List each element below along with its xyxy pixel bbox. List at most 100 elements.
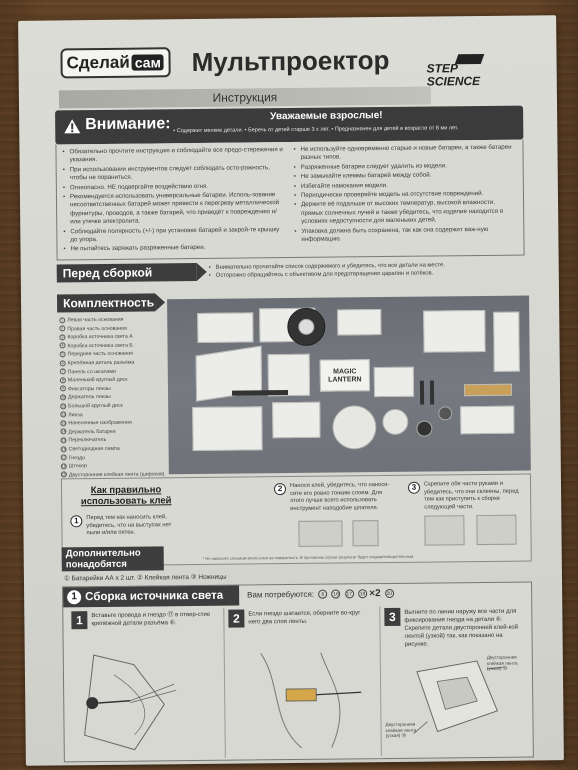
glue-title: Как правильно использовать клей — [80, 484, 172, 508]
assembly-step-3: 3 Выгните по линии наружу все части для … — [379, 604, 531, 757]
photo-part — [192, 406, 263, 452]
need-part: 20 — [384, 589, 394, 599]
photo-film-strip — [423, 309, 486, 353]
assembly-step-2-text: Если гнездо шатается, оберните во-круг н… — [248, 610, 361, 626]
kit-contents-photo: MAGIC LANTERN — [167, 295, 531, 475]
kit-item-label: Гнездо — [68, 454, 86, 461]
kit-item-number: 16 — [60, 445, 67, 452]
graduation-cap-icon — [454, 53, 485, 65]
glue-step-1: Перед тем как наносить клей, убедитесь, … — [86, 514, 172, 537]
kit-banner: Комплектность — [56, 293, 156, 313]
kit-item-number: 15 — [60, 437, 67, 444]
brand-line-2: SCIENCE — [426, 74, 481, 89]
tape-label-right: Двусторонняя клейкая лента (узкая) ⑳ — [486, 654, 518, 672]
assembly-title: Сборка источника света — [85, 589, 224, 604]
warning-item: Не пытайтесь заряжать разряженные батаре… — [63, 244, 286, 255]
photo-part — [460, 405, 515, 435]
logo-tag: сам — [131, 54, 164, 71]
photo-part — [337, 309, 382, 336]
warning-item: Держите её подальше от высоких температу… — [294, 199, 517, 227]
kit-item-number: 6 — [59, 359, 66, 367]
assembly-step-1: 1 Вставьте провода и гнездо ⑰ в отвер-ст… — [67, 608, 219, 760]
warning-item: Обязательно прочтите инструкцию и соблюд… — [62, 146, 285, 165]
kit-item-number: 7 — [59, 368, 66, 375]
kit-item-label: Крепёжная деталь разъёма — [67, 359, 135, 367]
photo-magic-lantern-label: MAGIC LANTERN — [319, 359, 371, 392]
photo-part — [197, 312, 254, 343]
photo-part-round — [438, 406, 453, 421]
kit-item-label: Коробка источника света А — [67, 333, 133, 341]
photo-part — [272, 401, 321, 439]
kit-item-number: 11 — [60, 402, 67, 409]
kit-item-number: 12 — [60, 411, 67, 418]
glue-step-2-image — [298, 520, 343, 547]
kit-item-number: 2 — [59, 325, 66, 332]
glue-step-2: Нанося клей, убедитесь, что наноси-сите … — [289, 481, 390, 512]
assembly-needs: Вам потребуются: 6 16 17 18 ×2 20 — [247, 588, 394, 601]
photo-rod — [231, 390, 289, 396]
assembly-step-1-number: 1 — [71, 611, 88, 630]
glue-step-2-image — [352, 520, 379, 547]
kit-item-number: 1 — [59, 316, 66, 324]
kit-item-label: Передняя часть основания — [67, 351, 133, 358]
assembly-step-1-text: Вставьте провода и гнездо ⑰ в отвер-стие… — [91, 611, 211, 628]
assembly-step-1-illustration — [84, 654, 177, 751]
glue-step-3-image — [476, 514, 517, 546]
kit-item-number: 18 — [60, 463, 67, 470]
extra-needed-items: ① Батарейки АА х 2 шт. ② Клейкая лента ③… — [63, 573, 227, 583]
assembly-step-2-illustration — [260, 652, 362, 749]
assembly-need-label: Вам потребуются: — [247, 589, 315, 600]
photo-tape — [463, 383, 513, 397]
warning-body: Обязательно прочтите инструкцию и соблюд… — [55, 139, 525, 261]
kit-item-label: Переключатель — [68, 437, 107, 444]
warning-title: Внимание: — [85, 115, 171, 134]
warning-bar: Внимание: Уважаемые взрослые! • Содержит… — [55, 105, 524, 145]
glue-step-3: Скрепите обе части руками и убедитесь, ч… — [423, 480, 519, 511]
glue-step-1-number: 1 — [70, 515, 83, 528]
instruction-band: Инструкция — [58, 86, 432, 109]
warning-item: Упаковка должна быть сохранена, так как … — [294, 225, 517, 244]
need-part: 17 — [344, 589, 354, 599]
glue-step-3-number: 3 — [407, 481, 421, 494]
photo-part — [373, 366, 415, 398]
glue-tip: * Не наносите слишком много клея на пове… — [202, 553, 415, 561]
photo-part-round — [416, 420, 433, 437]
assembly-section: 1 Сборка источника света Вам потребуются… — [62, 581, 534, 763]
assembly-banner: 1 Сборка источника света — [63, 585, 240, 608]
kit-item-label: Штекер — [68, 463, 87, 470]
kit-item-number: 3 — [59, 334, 66, 341]
assembly-step-number: 1 — [67, 590, 82, 605]
warning-adults: Уважаемые взрослые! — [270, 110, 383, 123]
kit-item-label: Линза — [68, 411, 83, 418]
glue-step-2-number: 2 — [273, 483, 287, 496]
warning-list-right: Не используйте одновременно старые и нов… — [293, 144, 517, 253]
kit-item-number: 10 — [60, 394, 67, 401]
warning-item: Соблюдайте полярность (+/-) при установк… — [63, 226, 286, 245]
kit-item-label: Держатель линзы — [68, 394, 111, 401]
need-part: 18 — [357, 589, 368, 599]
assembly-step-2-number: 2 — [228, 609, 245, 628]
kit-item-label: Фиксаторы линзы — [67, 385, 111, 393]
kit-item-number: 14 — [60, 428, 67, 435]
kit-item-label: Большой круглый диск — [68, 402, 123, 410]
glue-step-3-image — [424, 515, 465, 546]
kit-item-label: Нанесенные изображения — [68, 419, 132, 427]
photo-rod — [419, 380, 425, 405]
kit-item-label: Правая часть основания — [67, 325, 127, 332]
before-assembly-banner: Перед сборкой — [56, 262, 197, 283]
logo-text: Сделай — [66, 52, 130, 73]
step-science-logo: STEP SCIENCE — [426, 53, 499, 99]
assembly-step-3-illustration — [413, 660, 505, 734]
kit-item-number: 5 — [59, 351, 66, 358]
assembly-step-2: 2 Если гнездо шатается, оберните во-круг… — [223, 606, 375, 758]
page-title: Мультпроектор — [191, 44, 390, 78]
kit-item-label: Маленький круглый диск — [67, 376, 128, 384]
warning-list-left: Обязательно прочтите инструкцию и соблюд… — [62, 146, 286, 255]
kit-item-label: Левая часть основания — [67, 316, 124, 324]
kit-item-number: 17 — [60, 454, 67, 461]
warning-triangle-icon — [64, 119, 81, 134]
kit-item-label: Панель со шкалами — [67, 368, 116, 375]
kit-item-number: 4 — [59, 342, 66, 349]
